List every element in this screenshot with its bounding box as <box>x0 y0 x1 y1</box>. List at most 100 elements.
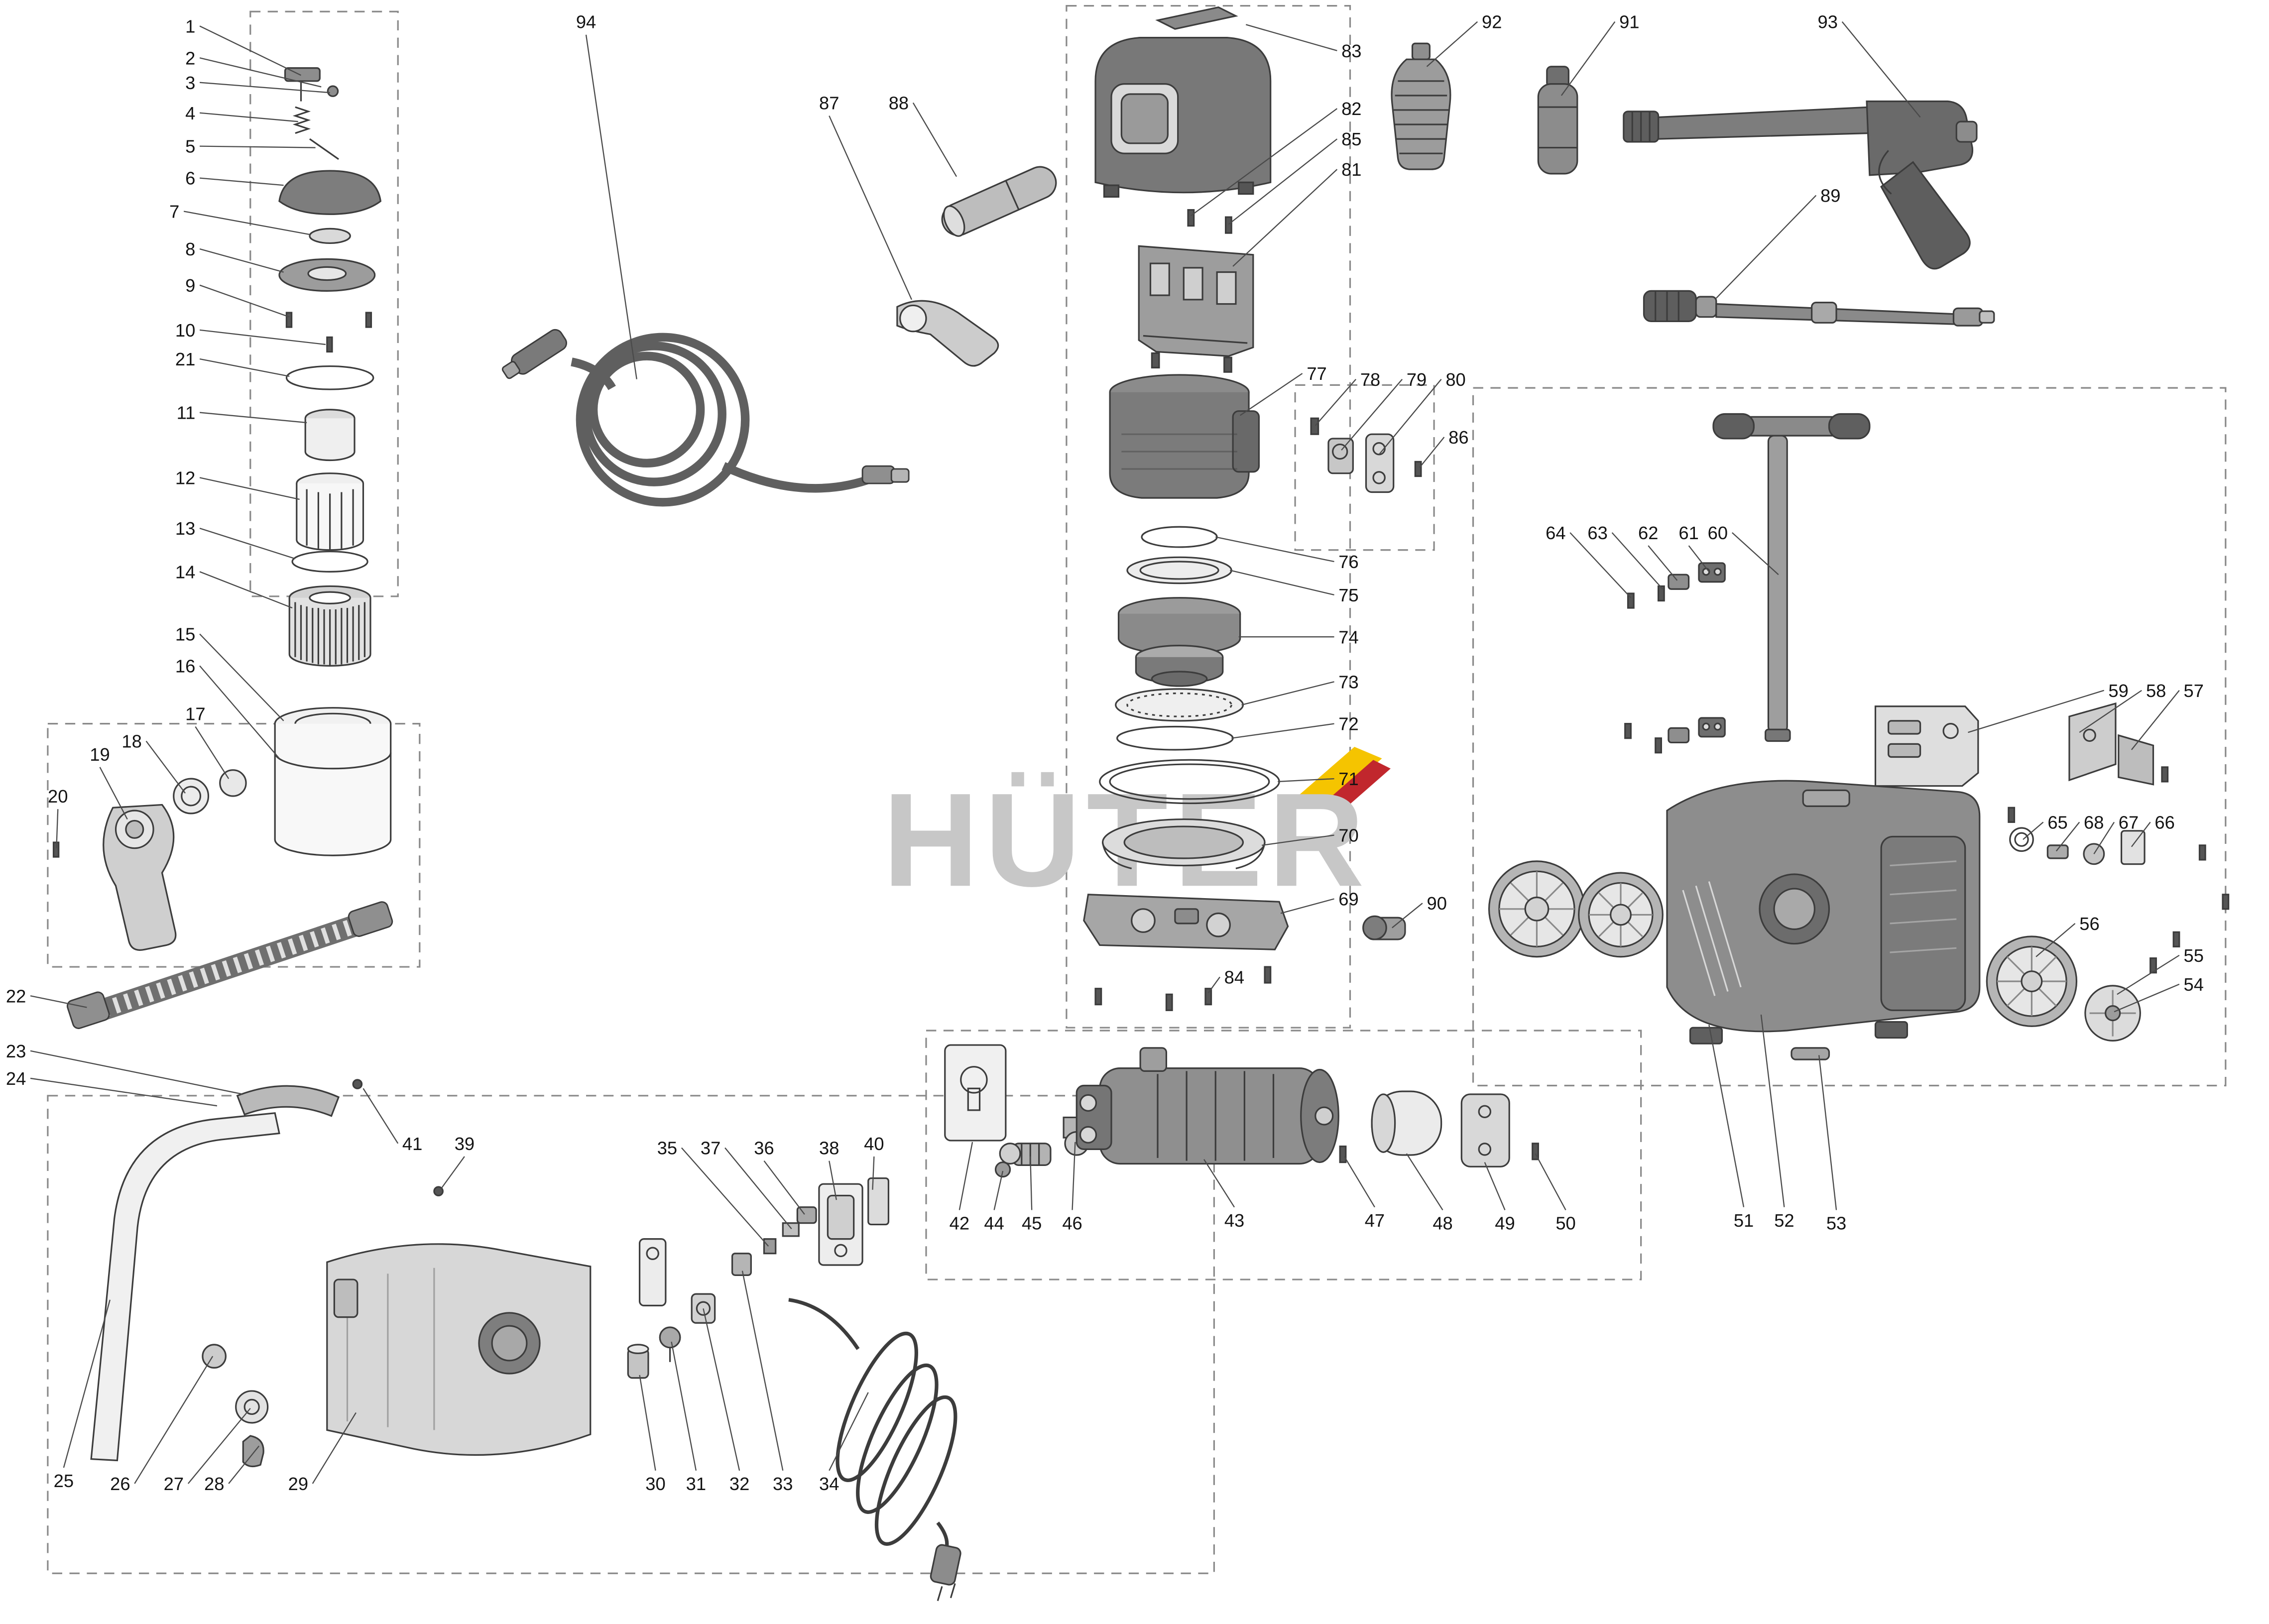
leader-line-36 <box>763 1160 805 1215</box>
leader-line-4 <box>199 112 298 122</box>
power-cord <box>788 1298 961 1601</box>
rear-brackets <box>1874 702 2169 865</box>
part-number-29: 29 <box>288 1474 308 1494</box>
handle-frame <box>90 1112 280 1462</box>
leader-line-52 <box>1760 1014 1785 1207</box>
inlet-elbow-assembly <box>52 769 247 951</box>
trigger-valve-parts <box>627 1238 752 1379</box>
leader-line-38 <box>829 1160 837 1200</box>
leader-line-71 <box>1278 778 1334 783</box>
leader-line-65 <box>2023 821 2044 840</box>
part-number-43: 43 <box>1224 1210 1244 1231</box>
housing-body <box>202 1243 592 1468</box>
leader-line-70 <box>1262 834 1334 846</box>
part-number-11: 11 <box>177 403 196 423</box>
box-frame <box>1472 387 2227 1087</box>
switch-assembly <box>763 1177 890 1266</box>
motor-housing <box>1109 374 1422 499</box>
leader-line-40 <box>872 1156 875 1190</box>
leader-line-21 <box>199 358 290 377</box>
nozzle-parts <box>1391 42 1578 175</box>
trolley-handle <box>1712 413 1871 742</box>
part-number-78: 78 <box>1360 369 1380 390</box>
leader-line-14 <box>199 571 293 609</box>
part-number-34: 34 <box>819 1474 839 1494</box>
handle-parts <box>896 166 1057 367</box>
part-number-14: 14 <box>175 562 195 582</box>
leader-line-23 <box>30 1050 243 1095</box>
leader-line-46 <box>1072 1142 1076 1210</box>
part-number-53: 53 <box>1826 1213 1846 1234</box>
part-number-60: 60 <box>1708 523 1728 543</box>
leader-line-92 <box>1426 21 1478 67</box>
part-number-16: 16 <box>175 656 195 676</box>
filter-head-assembly <box>278 67 382 573</box>
part-number-74: 74 <box>1338 627 1358 647</box>
leader-line-11 <box>199 412 307 424</box>
part-number-68: 68 <box>2084 812 2104 832</box>
motor-turbine-stack <box>1099 526 1280 869</box>
leader-line-45 <box>1030 1156 1033 1210</box>
leader-line-6 <box>199 177 284 186</box>
leader-line-16 <box>199 665 280 759</box>
part-number-4: 4 <box>185 103 195 123</box>
leader-line-86 <box>1419 437 1445 468</box>
part-number-54: 54 <box>2184 974 2204 995</box>
part-number-82: 82 <box>1341 99 1361 119</box>
leader-line-78 <box>1314 378 1357 426</box>
motor-cover-assembly <box>1094 6 1272 234</box>
leader-line-30 <box>639 1375 656 1471</box>
part-number-83: 83 <box>1341 41 1361 61</box>
leader-line-54 <box>2114 983 2180 1013</box>
leader-line-75 <box>1230 570 1334 596</box>
part-number-87: 87 <box>819 93 839 113</box>
brand-accent-red <box>1327 760 1391 810</box>
leader-line-18 <box>145 740 186 794</box>
leader-line-17 <box>195 726 230 779</box>
leader-line-56 <box>2035 923 2076 957</box>
part-number-40: 40 <box>864 1134 884 1154</box>
part-number-8: 8 <box>185 239 195 259</box>
leader-line-83 <box>1245 24 1337 51</box>
box-motor-column <box>1066 5 1351 1029</box>
leader-line-82 <box>1191 108 1338 217</box>
motor-base-plate <box>1083 894 1406 1011</box>
leader-line-41 <box>362 1088 399 1144</box>
leader-line-80 <box>1378 378 1442 455</box>
leader-line-43 <box>1203 1159 1235 1208</box>
leader-line-64 <box>1569 532 1632 598</box>
part-number-6: 6 <box>185 168 195 189</box>
part-number-13: 13 <box>175 518 195 539</box>
leader-line-91 <box>1560 21 1616 96</box>
part-number-44: 44 <box>984 1213 1004 1234</box>
part-number-7: 7 <box>169 202 179 222</box>
leader-line-25 <box>63 1299 111 1468</box>
leader-line-61 <box>1688 545 1710 573</box>
part-number-77: 77 <box>1307 363 1326 384</box>
leader-line-77 <box>1240 373 1303 416</box>
part-number-91: 91 <box>1619 12 1639 32</box>
leader-line-31 <box>671 1341 697 1471</box>
part-number-59: 59 <box>2108 681 2128 701</box>
leader-line-48 <box>1406 1153 1443 1211</box>
leader-line-7 <box>183 211 310 235</box>
leader-line-19 <box>99 767 128 820</box>
leader-line-57 <box>2131 690 2180 750</box>
box-housing <box>47 1095 1215 1574</box>
leader-line-49 <box>1484 1162 1506 1210</box>
leader-line-20 <box>56 809 59 848</box>
part-number-58: 58 <box>2146 681 2166 701</box>
part-number-28: 28 <box>204 1474 224 1494</box>
leader-line-9 <box>199 284 290 318</box>
leader-line-24 <box>30 1077 218 1107</box>
part-number-15: 15 <box>175 624 195 644</box>
part-number-73: 73 <box>1338 672 1358 692</box>
brand-accent-yellow <box>1299 747 1382 807</box>
leader-line-81 <box>1232 169 1338 267</box>
leader-line-1 <box>199 25 302 76</box>
part-number-63: 63 <box>1587 523 1607 543</box>
leader-line-59 <box>1968 690 2105 733</box>
part-number-3: 3 <box>185 73 195 93</box>
leader-line-32 <box>703 1308 740 1471</box>
leader-line-15 <box>199 633 284 721</box>
